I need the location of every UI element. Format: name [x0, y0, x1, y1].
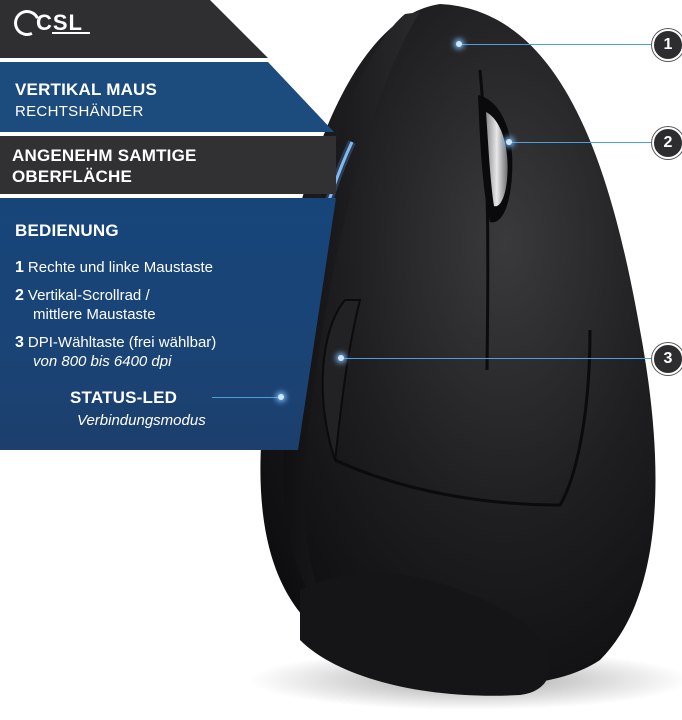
title-banner: VERTIKAL MAUS RECHTSHÄNDER — [0, 62, 334, 132]
brand-logo: CSL — [10, 6, 83, 40]
usage-title: BEDIENUNG — [15, 221, 119, 240]
feature-number: 2 — [15, 287, 24, 304]
status-led-title: STATUS-LED — [70, 388, 178, 407]
callout-dot-led — [278, 394, 284, 400]
logo-underline — [52, 32, 90, 34]
feature-text-2: mittlere Maustaste — [33, 306, 156, 323]
mouse-shell — [260, 4, 656, 685]
status-led-subtitle: Verbindungsmodus — [77, 412, 206, 429]
feature-text: Rechte und linke Maustaste — [27, 259, 214, 276]
callout-number-2: 2 — [652, 127, 682, 159]
callout-number-3: 3 — [652, 343, 682, 375]
feature-text-2: von 800 bis 6400 dpi — [33, 353, 172, 370]
product-subtitle: RECHTSHÄNDER — [15, 103, 144, 120]
callout-dot-1 — [456, 41, 462, 47]
callout-line-2 — [510, 142, 656, 143]
callout-dot-3 — [338, 355, 344, 361]
feature-number: 3 — [15, 334, 24, 351]
callout-dot-2 — [506, 139, 512, 145]
callout-line-led — [212, 397, 278, 398]
surface-line-1: ANGENEHM SAMTIGE — [12, 146, 197, 165]
surface-line-2: OBERFLÄCHE — [12, 167, 133, 186]
side-button — [321, 299, 362, 461]
surface-banner: ANGENEHM SAMTIGE OBERFLÄCHE — [0, 136, 336, 194]
feature-text: DPI-Wähltaste (frei wählbar) — [27, 334, 217, 351]
callout-line-1 — [460, 44, 656, 45]
logo-text: CSL — [36, 10, 83, 35]
feature-number: 1 — [15, 259, 24, 276]
callout-number-1: 1 — [652, 29, 682, 61]
product-title: VERTIKAL MAUS — [15, 80, 158, 99]
callout-line-3 — [342, 358, 656, 359]
feature-text: Vertikal-Scrollrad / — [27, 287, 150, 304]
scroll-wheel — [486, 112, 508, 207]
thumb-rest — [300, 573, 550, 696]
button-outline — [334, 329, 592, 507]
